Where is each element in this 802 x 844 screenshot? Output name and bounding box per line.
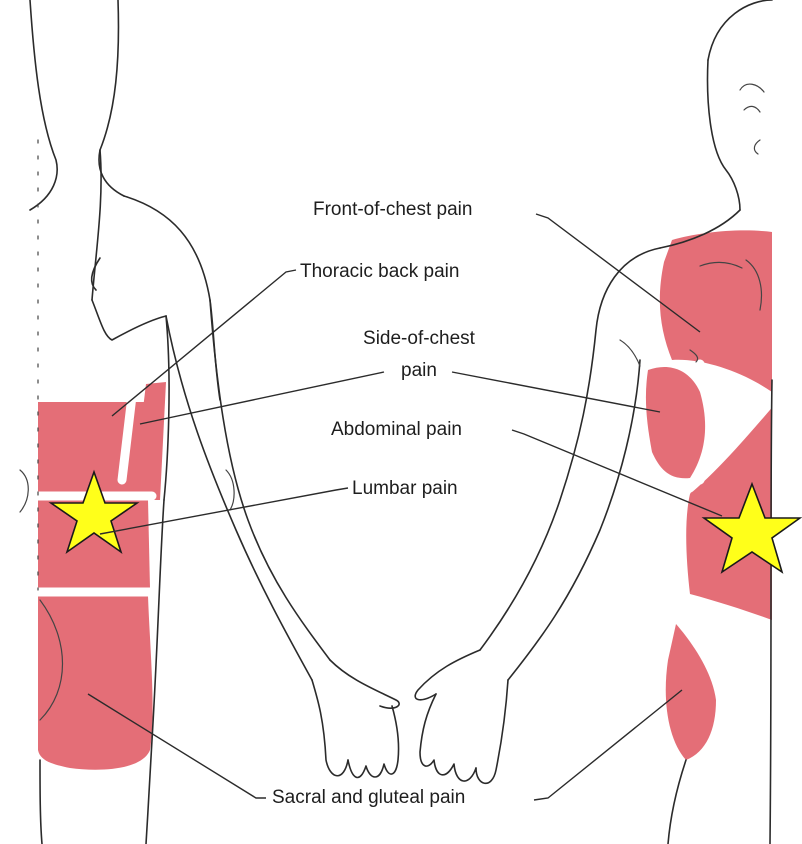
leader-thoracic-back xyxy=(112,270,296,416)
leader-sacral-front xyxy=(534,690,682,800)
side-of-chest-pain-label-line2: pain xyxy=(344,360,494,382)
side-of-chest-pain-region xyxy=(646,367,705,478)
sacral-gluteal-pain-region-front xyxy=(666,624,716,760)
front-figure xyxy=(415,0,800,844)
leader-lines xyxy=(88,214,722,800)
thoracic-back-pain-label: Thoracic back pain xyxy=(300,261,459,283)
front-of-chest-pain-region xyxy=(660,230,772,392)
sacral-gluteal-pain-region-back xyxy=(38,596,153,770)
side-of-chest-pain-label-line1: Side-of-chest xyxy=(344,328,494,350)
lumbar-pain-label: Lumbar pain xyxy=(352,478,458,500)
abdominal-pain-label: Abdominal pain xyxy=(331,419,462,441)
sacral-and-gluteal-pain-label: Sacral and gluteal pain xyxy=(272,787,465,809)
front-of-chest-pain-label: Front-of-chest pain xyxy=(313,199,472,221)
